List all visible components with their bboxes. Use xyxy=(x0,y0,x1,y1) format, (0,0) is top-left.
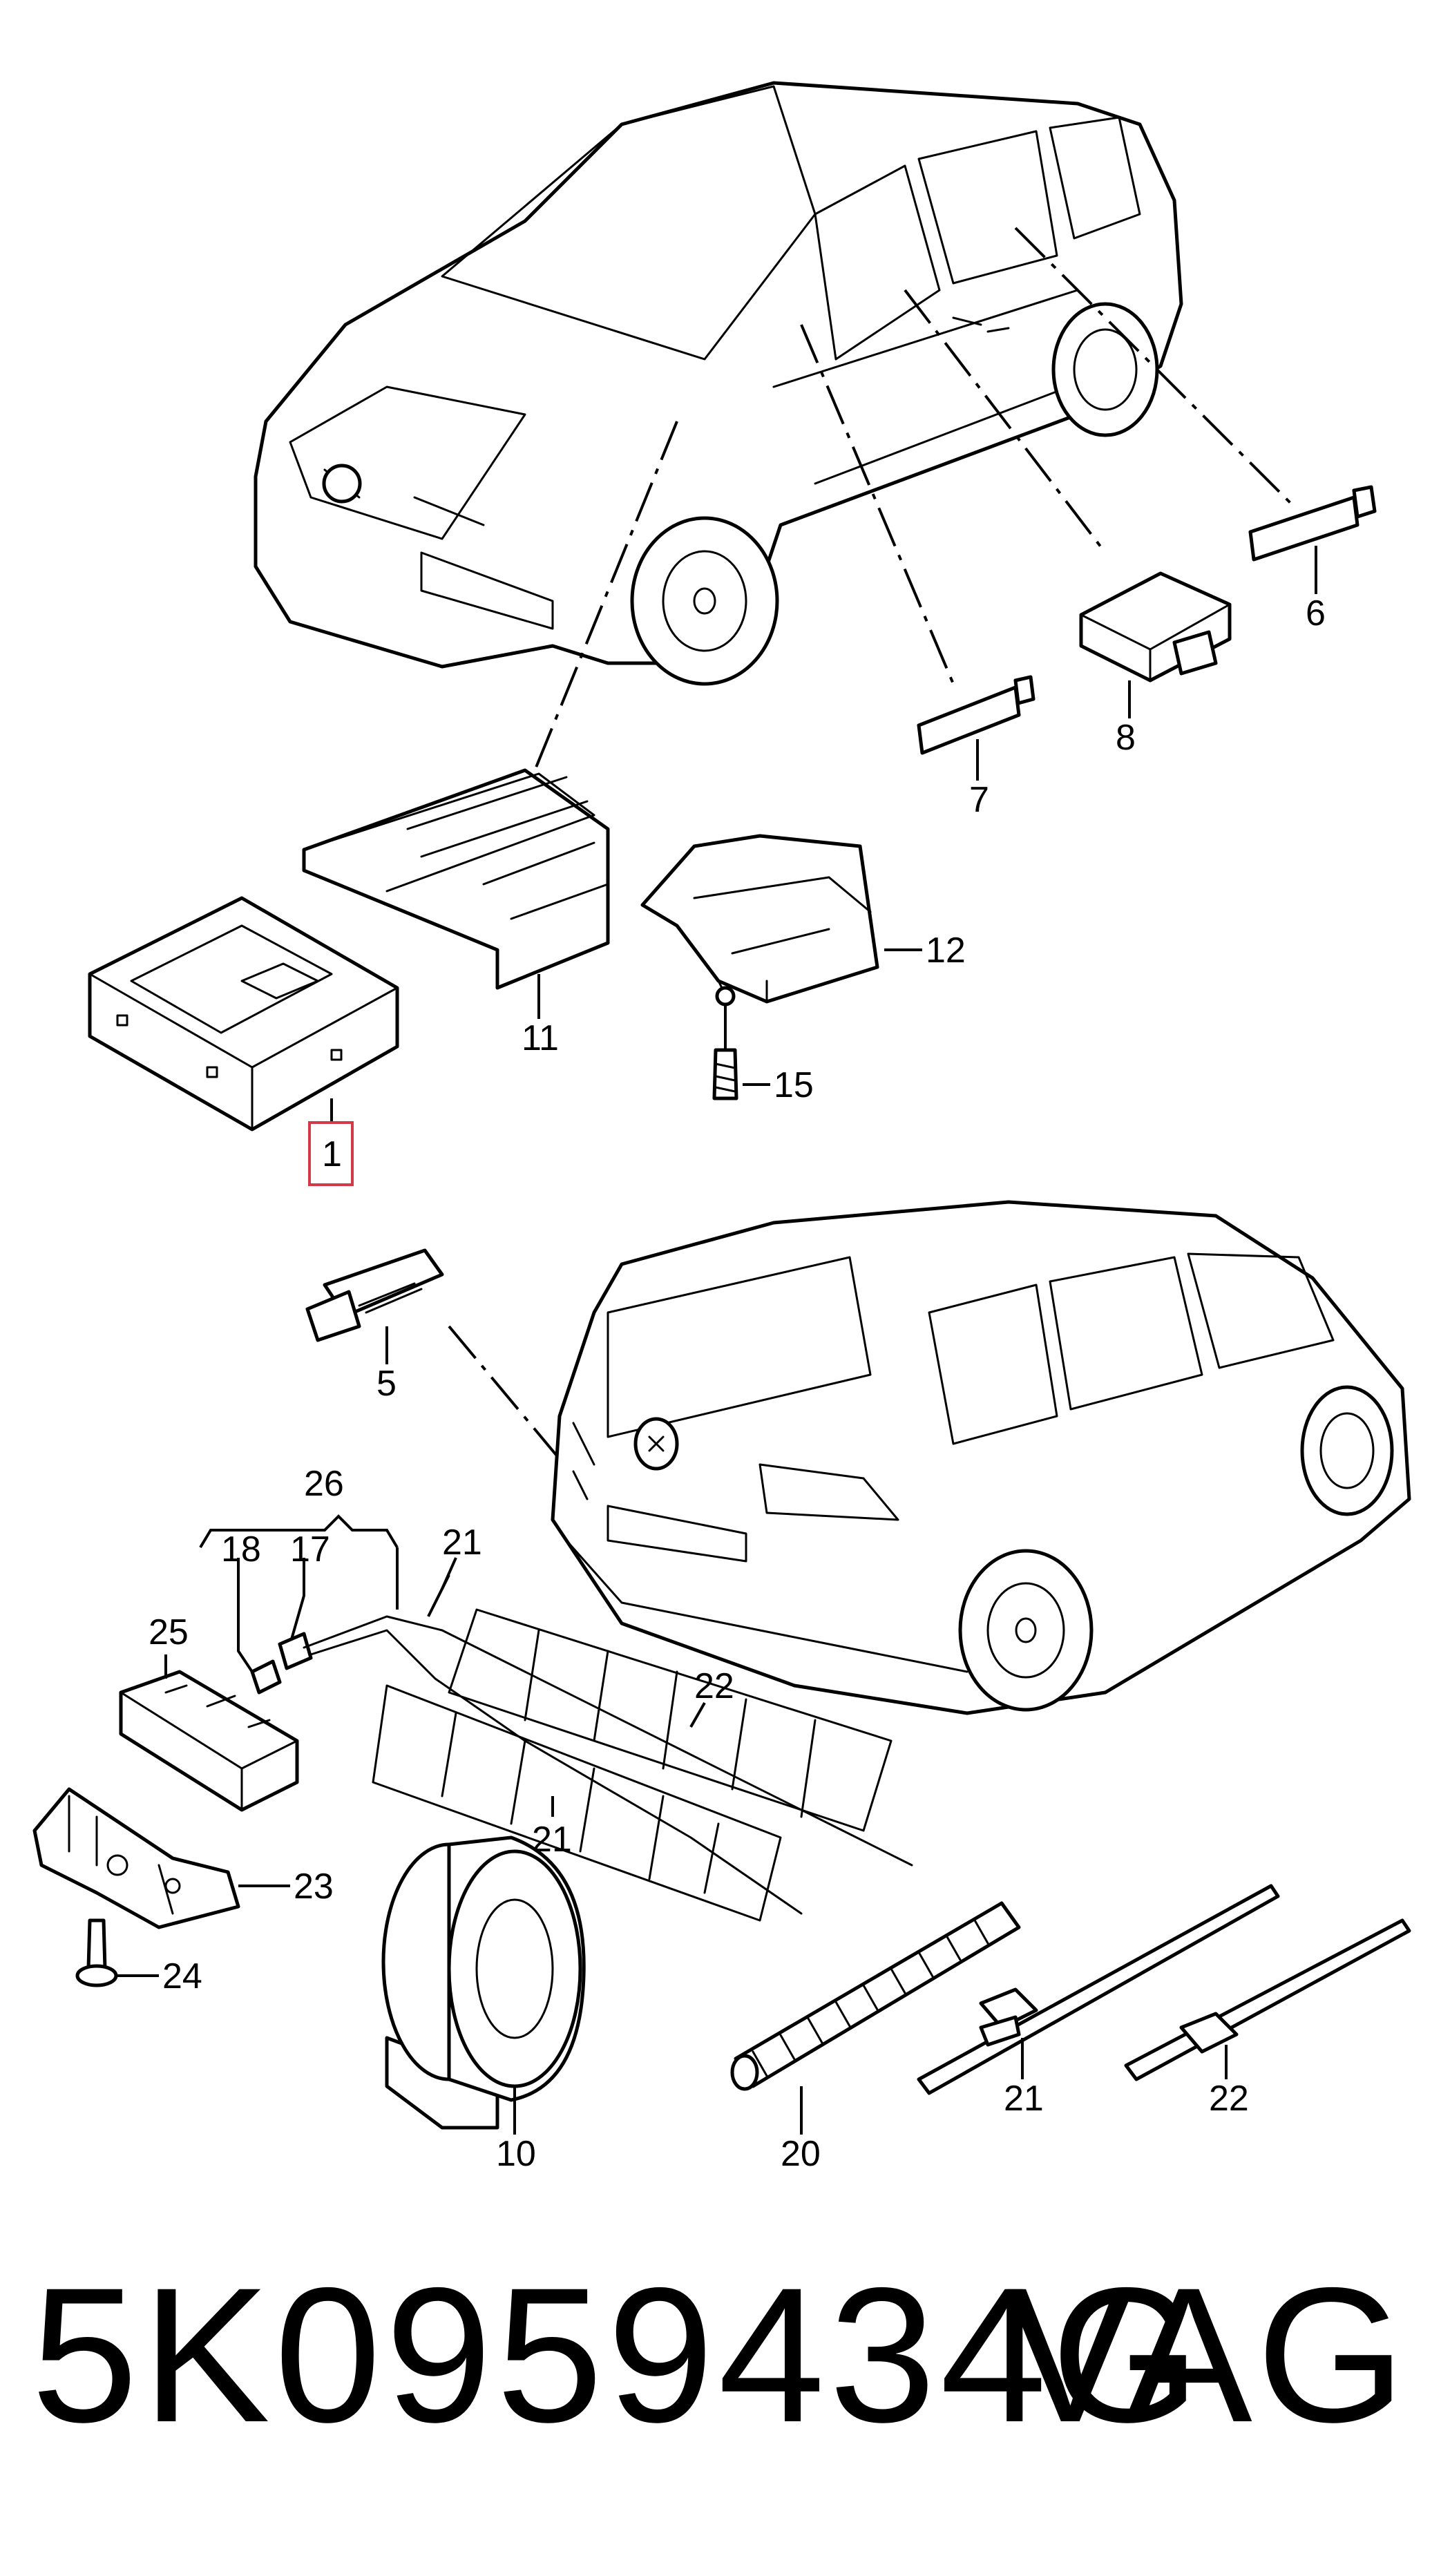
callout-8: 8 xyxy=(1116,718,1136,758)
part-1-control-unit[interactable] xyxy=(88,896,399,1132)
part-number: 5K0959434G xyxy=(31,2247,1205,2462)
callout-12: 12 xyxy=(926,931,966,971)
part-12-holder xyxy=(640,834,922,1006)
part-11-bracket xyxy=(302,768,610,1019)
rear-car-illustration xyxy=(551,1200,1411,1715)
part-23-bracket xyxy=(32,1787,290,1929)
callout-10: 10 xyxy=(496,2134,536,2174)
callout-23: 23 xyxy=(294,1867,334,1907)
part-8-control-unit xyxy=(1079,571,1232,718)
callout-7: 7 xyxy=(969,780,989,820)
leader-22a xyxy=(689,1702,706,1728)
part-7-antenna-module xyxy=(917,675,1036,781)
part-24-screw xyxy=(75,1918,159,1987)
callout-22-b: 22 xyxy=(1209,2079,1249,2119)
brand-label: VAG xyxy=(1006,2247,1410,2462)
reference-lines-top xyxy=(524,227,1293,795)
callout-15: 15 xyxy=(774,1065,814,1105)
callout-6: 6 xyxy=(1306,593,1326,633)
callout-5: 5 xyxy=(376,1364,397,1404)
callout-21-a: 21 xyxy=(442,1523,482,1563)
part-15-screw xyxy=(712,1005,770,1100)
bracket-26 xyxy=(199,1514,399,1673)
callout-18: 18 xyxy=(221,1529,261,1570)
callout-17: 17 xyxy=(290,1529,330,1570)
callout-11: 11 xyxy=(522,1018,559,1058)
wiring-harness xyxy=(250,1547,913,1922)
callout-1-highlight-box xyxy=(308,1121,354,1186)
callout-26: 26 xyxy=(304,1464,344,1504)
part-6-antenna-module xyxy=(1248,485,1377,594)
callout-25: 25 xyxy=(149,1612,189,1652)
leader-21a xyxy=(441,1557,457,1590)
footer: 5K0959434G VAG xyxy=(0,2259,1441,2466)
part-25-connector-housing xyxy=(119,1654,299,1812)
callout-24: 24 xyxy=(162,1956,202,1996)
callout-20: 20 xyxy=(781,2134,821,2174)
part-10-tape-roll xyxy=(381,1835,586,2135)
part-20-corrugated-tube xyxy=(730,1901,1021,2135)
callout-1[interactable]: 1 xyxy=(322,1134,342,1174)
callout-22-a: 22 xyxy=(694,1666,734,1706)
front-car-illustration xyxy=(254,81,1183,686)
part-22-cable-tie xyxy=(1124,1918,1411,2081)
part-21-cable-tie xyxy=(917,1884,1280,2095)
callout-21-c: 21 xyxy=(1004,2079,1044,2119)
